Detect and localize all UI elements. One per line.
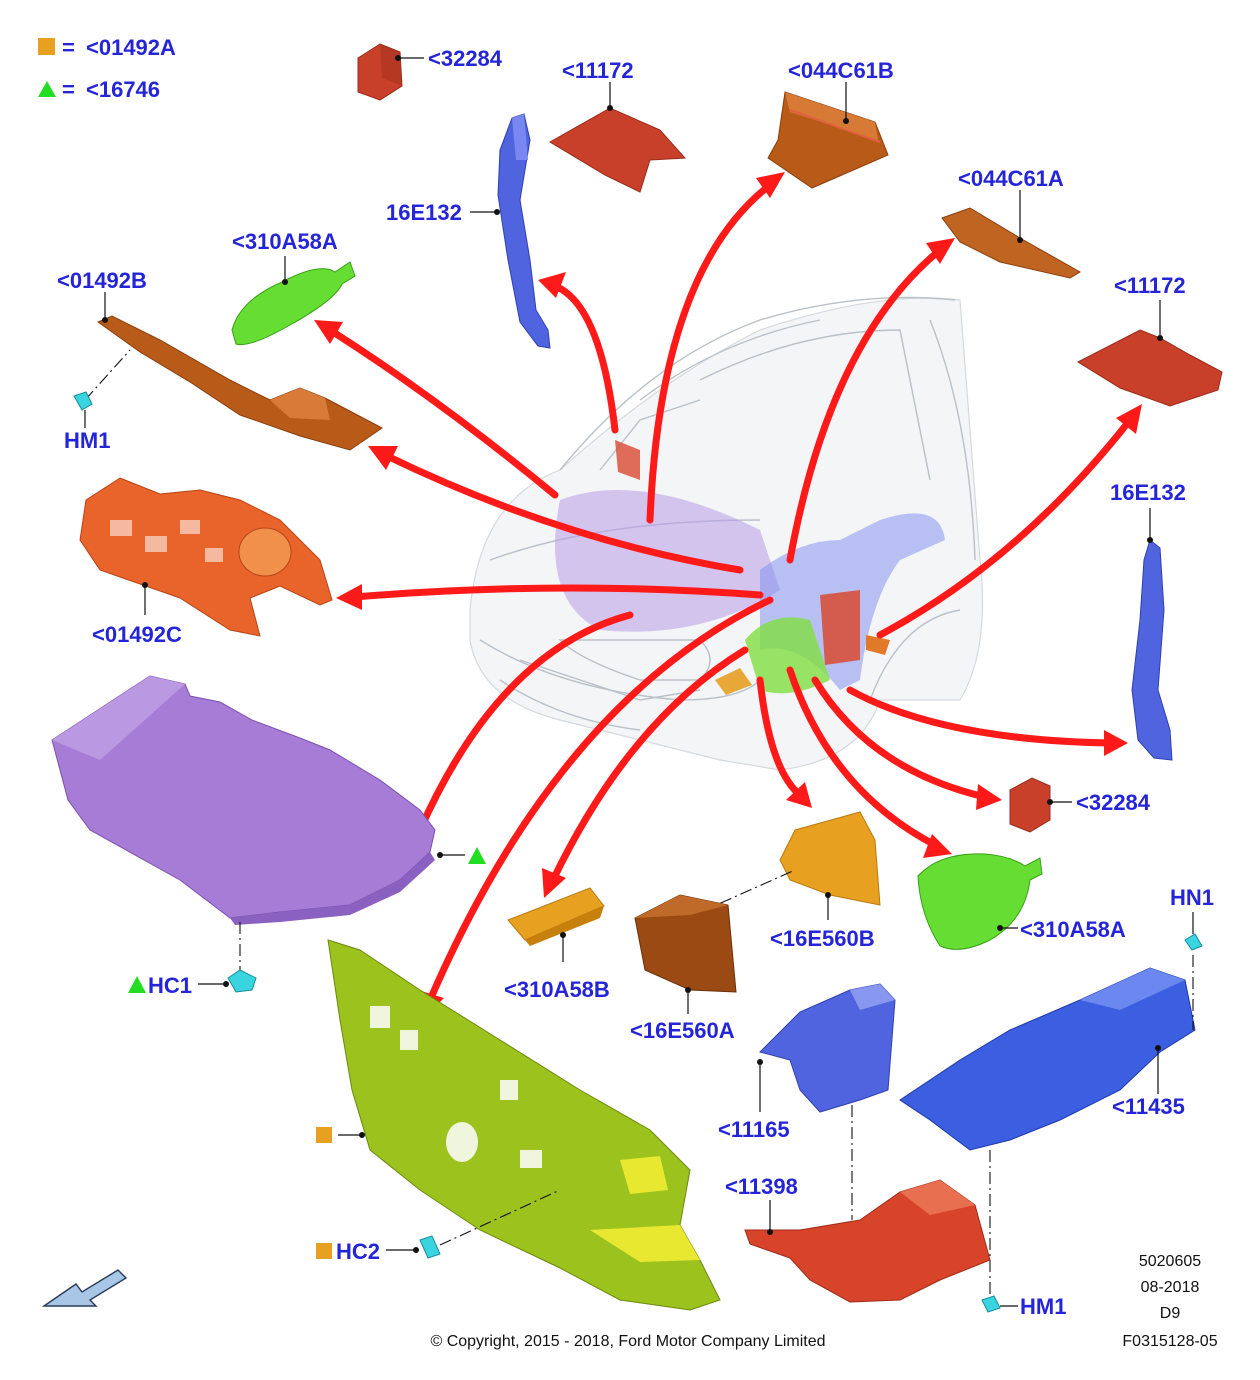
label-hc2: HC2: [336, 1239, 380, 1264]
arrow-to-16E132-right: [846, 686, 1114, 747]
label-11435: <11435: [1112, 1094, 1185, 1119]
legend-equals: =: [62, 77, 75, 102]
arrowhead: [336, 584, 362, 610]
code: D9: [1160, 1305, 1181, 1322]
figure-id: F0315128-05: [1122, 1333, 1217, 1350]
clip-hm1-right: [981, 1295, 1001, 1313]
arrow-to-16E132-top: [548, 281, 619, 434]
legend-equals: =: [62, 35, 75, 60]
label-310A58A-top: <310A58A: [232, 229, 338, 254]
arrow-to-310A58A-right: [786, 666, 939, 849]
arrowhead: [756, 172, 785, 198]
arrow-to-11172-right: [876, 416, 1134, 639]
label-16E132-right: 16E132: [1110, 480, 1186, 505]
triangle-marker-icon: [468, 847, 486, 864]
part-16E132-right: 16E132: [1110, 480, 1186, 761]
square-marker-icon: [316, 1127, 332, 1143]
part-01492C: <01492C: [79, 477, 333, 647]
arrowhead: [368, 446, 398, 470]
label-hc1: HC1: [148, 973, 192, 998]
part-044C61A: <044C61A: [941, 166, 1081, 279]
arrow-to-310A58A-top: [326, 326, 559, 499]
arrow-to-32284-right: [811, 676, 989, 801]
arrow-to-044C61B: [646, 181, 774, 524]
label-310A58B: <310A58B: [504, 977, 610, 1002]
label-16E132-top: 16E132: [386, 200, 462, 225]
legend: = <01492A = <16746: [38, 35, 176, 102]
clip-hc1: [227, 969, 257, 993]
part-310A58A-right: <310A58A: [917, 853, 1126, 950]
legend-square-icon: [38, 38, 55, 55]
part-310A58A-top: <310A58A: [231, 229, 356, 346]
part-32284-right: <32284: [1009, 777, 1151, 833]
part-16E560A: <16E560A: [630, 894, 737, 1043]
part-11165: <11165: [718, 983, 896, 1220]
arrow-to-01492B: [381, 451, 744, 574]
part-32284-top: <32284: [357, 43, 503, 101]
arrowhead: [314, 320, 343, 344]
arrow-to-dash-panel: [426, 596, 774, 1004]
explode-arrows: [314, 172, 1142, 1020]
arrowhead: [926, 238, 955, 264]
arrowhead: [923, 834, 952, 858]
label-11172-top: <11172: [562, 58, 634, 83]
label-16E560B: <16E560B: [770, 926, 875, 951]
arrowhead: [538, 272, 566, 298]
arrowhead: [786, 782, 812, 808]
label-hn1: HN1: [1170, 885, 1214, 910]
label-11172-right: <11172: [1114, 273, 1186, 298]
part-11172-top: <11172: [549, 58, 687, 193]
legend-triangle-icon: [38, 81, 56, 97]
arrow-to-16E560B: [756, 676, 804, 799]
clip-hn1: [1184, 933, 1203, 951]
arrowhead: [976, 784, 1002, 810]
part-11172-right: <11172: [1076, 273, 1223, 407]
label-32284-top: <32284: [428, 46, 503, 71]
arrowhead: [1116, 404, 1142, 434]
part-floor-panel: HC1: [51, 675, 486, 998]
copyright: © Copyright, 2015 - 2018, Ford Motor Com…: [430, 1333, 825, 1350]
arrowhead: [1104, 730, 1128, 756]
arrow-to-01492C: [351, 584, 764, 601]
hc2-square-icon: [316, 1243, 332, 1259]
date: 08-2018: [1141, 1279, 1200, 1296]
arrow-to-310A58B: [549, 646, 749, 884]
hc1-triangle-icon: [128, 976, 146, 993]
label-044C61A: <044C61A: [958, 166, 1064, 191]
arrow-to-floor-panel: [416, 611, 634, 834]
label-11165: <11165: [718, 1117, 790, 1142]
clip-hc2: [419, 1235, 441, 1259]
label-01492C: <01492C: [92, 622, 182, 647]
label-044C61B: <044C61B: [788, 58, 894, 83]
label-01492B: <01492B: [57, 268, 147, 293]
clip-hm1-left: [73, 391, 93, 411]
label-hm1-left: HM1: [64, 428, 110, 453]
part-11435: <11435 HN1: [899, 885, 1214, 1295]
part-044C61B: <044C61B: [767, 58, 894, 189]
part-01492B: <01492B HM1: [57, 268, 383, 453]
legend-triangle-label: <16746: [86, 77, 160, 102]
ref-number: 5020605: [1139, 1253, 1201, 1270]
part-dash-panel: HC2: [316, 939, 721, 1311]
part-11398: <11398 HM1: [725, 1174, 1066, 1319]
part-16E560B: <16E560B: [659, 811, 881, 951]
label-310A58A-right: <310A58A: [1020, 917, 1126, 942]
view-direction-arrow-icon: [41, 1269, 128, 1307]
label-32284-right: <32284: [1076, 790, 1151, 815]
arrow-to-044C61A: [786, 246, 944, 564]
legend-square-label: <01492A: [86, 35, 176, 60]
part-310A58B: <310A58B: [504, 887, 610, 1002]
arrowhead: [542, 868, 566, 898]
part-16E132-top: 16E132: [386, 113, 551, 349]
ghost-vehicle: [469, 296, 984, 771]
label-hm1-right: HM1: [1020, 1294, 1066, 1319]
label-11398: <11398: [725, 1174, 798, 1199]
label-16E560A: <16E560A: [630, 1018, 735, 1043]
meta-block: 5020605 08-2018 D9 F0315128-05: [1122, 1253, 1217, 1350]
